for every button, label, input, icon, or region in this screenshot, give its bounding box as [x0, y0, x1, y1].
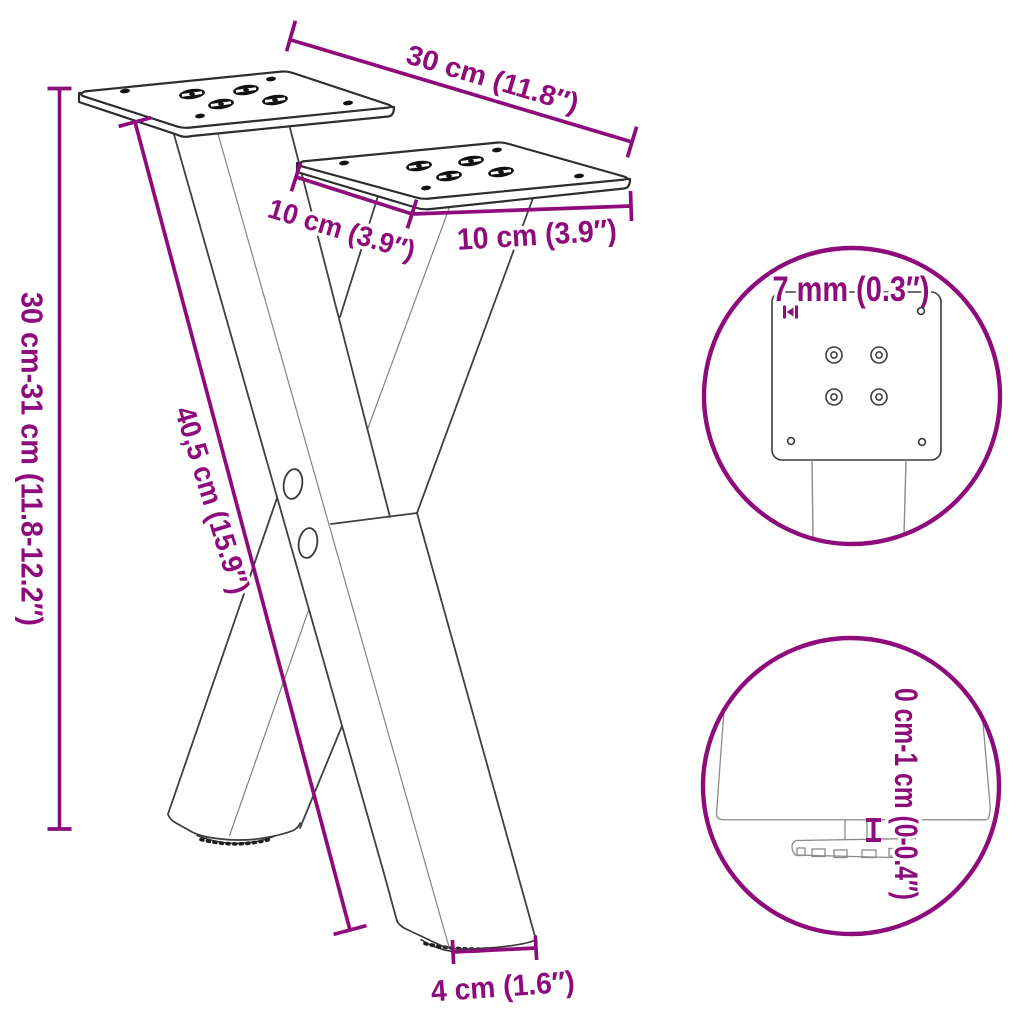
svg-text:7 mm (0.3″): 7 mm (0.3″)	[773, 270, 930, 309]
svg-text:30 cm-31 cm (11.8-12.2″): 30 cm-31 cm (11.8-12.2″)	[15, 292, 50, 626]
svg-text:0 cm-1 cm (0-0.4″): 0 cm-1 cm (0-0.4″)	[888, 688, 924, 900]
